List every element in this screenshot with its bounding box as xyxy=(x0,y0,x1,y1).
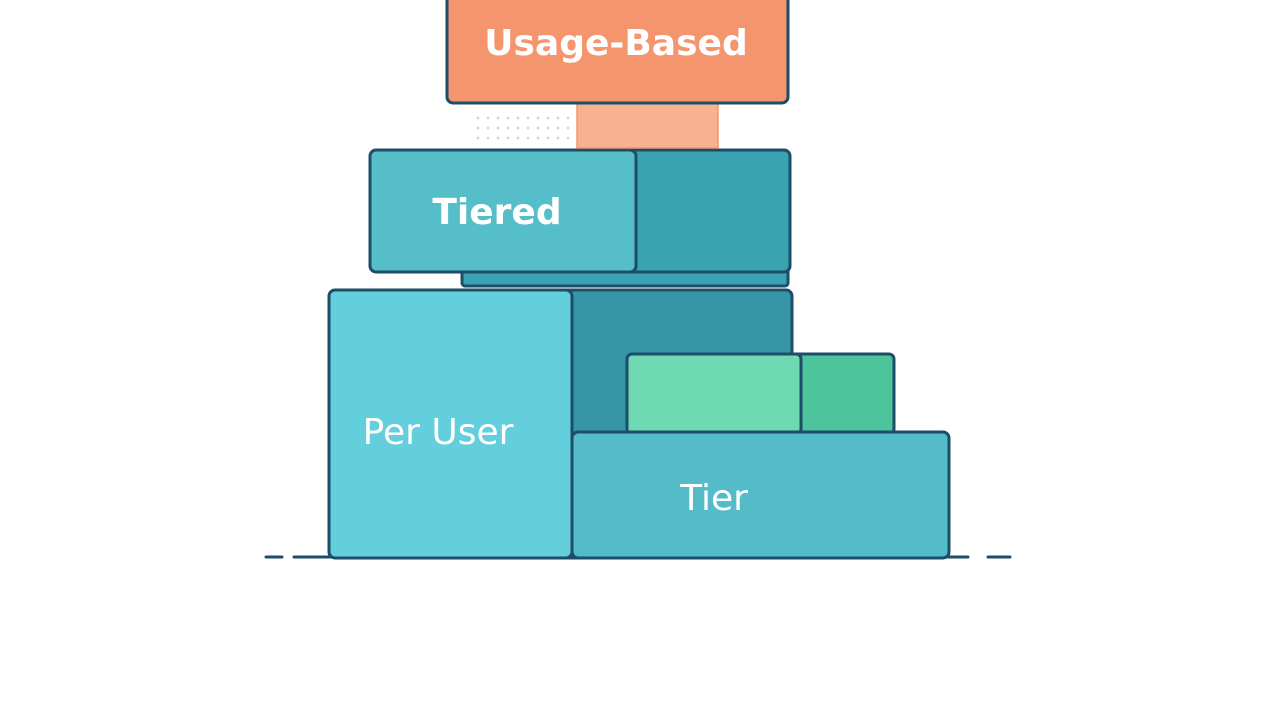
tier-block: Tier xyxy=(570,430,951,560)
tiered-block: Tiered xyxy=(368,148,792,288)
usage-based-block: Usage-Based xyxy=(445,0,790,105)
tiered-block-side xyxy=(618,148,792,274)
per-user-label: Per User xyxy=(363,412,514,453)
usage-based-block-front xyxy=(445,0,790,105)
usage-connector xyxy=(576,101,719,149)
green-block-side xyxy=(788,352,896,436)
usage-based-label: Usage-Based xyxy=(484,23,747,64)
per-user-block-front xyxy=(327,288,574,560)
tiered-label: Tiered xyxy=(432,192,561,233)
tiered-block-front xyxy=(368,148,638,274)
decorative-dots xyxy=(476,116,570,140)
green-block-front xyxy=(625,352,803,436)
green-block xyxy=(625,352,896,436)
tier-label: Tier xyxy=(679,478,748,519)
tier-block-front xyxy=(570,430,951,560)
